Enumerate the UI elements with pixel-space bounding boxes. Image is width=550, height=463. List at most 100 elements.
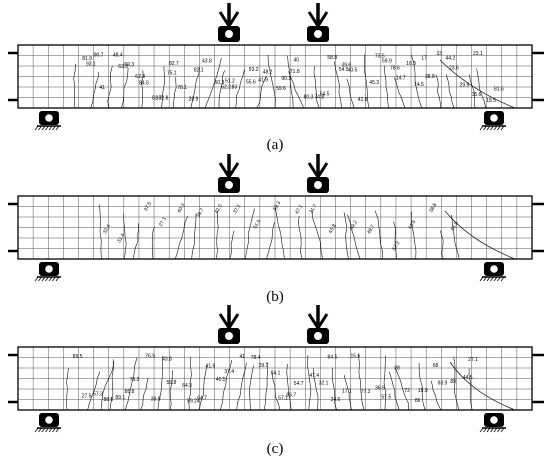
crack-line: [272, 373, 281, 411]
crack-line: [256, 75, 267, 109]
crack-load-label: 41: [99, 85, 105, 91]
load-point-right: [307, 154, 329, 193]
crack-line: [65, 367, 69, 411]
crack-load-label: 89.5: [73, 354, 83, 360]
crack-load-label: 90.3: [281, 76, 291, 82]
load-roller: [313, 331, 323, 341]
ground-hatch: [45, 427, 49, 433]
crack-line: [199, 365, 208, 411]
crack-load-label: 43.8: [328, 223, 338, 235]
ground-hatch: [493, 427, 498, 433]
ground-hatch: [45, 276, 49, 282]
load-roller: [313, 29, 323, 39]
crack-load-label: 23.6: [449, 65, 459, 71]
crack-line: [430, 380, 442, 411]
ground-hatch: [497, 427, 501, 433]
crack-load-label: 57.1: [278, 396, 288, 402]
ground-hatch: [497, 125, 501, 131]
crack-line: [451, 214, 460, 260]
crack-load-label: 81.6: [494, 86, 504, 92]
crack-load-label: 37.1: [232, 203, 242, 215]
crack-load-label: 47.4: [309, 373, 319, 379]
crack-line: [161, 66, 166, 109]
panel-a-caption: (a): [266, 137, 284, 153]
crack-load-label: 83.7: [152, 96, 162, 102]
crack-line: [358, 354, 365, 411]
crack-lines: [73, 54, 516, 109]
hinge-pin: [44, 264, 54, 274]
crack-line: [418, 362, 426, 411]
crack-line: [267, 54, 276, 109]
crack-load-label: 52.2: [221, 84, 231, 90]
crack-load-label: 28.9: [189, 96, 199, 102]
pin-support-left: [34, 111, 61, 131]
crack-load-label: 85.7: [286, 393, 296, 399]
ground-hatch: [500, 427, 505, 433]
ground-hatch: [34, 125, 39, 131]
crack-load-label: 24.6: [331, 397, 341, 403]
crack-load-label: 18.5: [486, 98, 496, 104]
shear-crack-line: [439, 59, 516, 109]
crack-load-label: 89.1: [115, 395, 125, 401]
load-point-right: [307, 3, 329, 42]
crack-line: [468, 368, 473, 411]
crack-load-label: 15.6: [351, 354, 361, 360]
crack-line: [410, 211, 417, 260]
crack-load-label: 59.9: [382, 58, 392, 64]
roller-support-right: [479, 111, 506, 131]
crack-load-label: 42.0: [214, 203, 224, 215]
hinge-pin: [44, 113, 54, 123]
crack-load-label: 48.2: [263, 69, 273, 75]
crack-line: [275, 208, 285, 260]
crack-load-label: 15.6: [472, 92, 482, 98]
ground-hatch: [500, 276, 505, 282]
crack-line: [311, 210, 323, 260]
crack-line: [288, 71, 305, 109]
load-point-left: [218, 305, 240, 344]
ground-hatch: [34, 276, 39, 282]
crack-load-label: 29.5: [460, 83, 470, 89]
crack-line: [123, 213, 127, 260]
load-roller: [224, 331, 234, 341]
crack-load-label: 93.2: [249, 67, 259, 73]
crack-load-label: 41.5: [450, 220, 460, 232]
crack-load-label: 17.1: [342, 389, 352, 395]
load-point-left: [218, 154, 240, 193]
crack-line: [347, 214, 361, 260]
crack-load-label: 72: [404, 388, 410, 394]
crack-load-label: 74.8: [314, 95, 324, 101]
crack-load-label: 27.1: [468, 357, 478, 363]
crack-line: [313, 66, 320, 109]
crack-load-label: 45.3: [369, 80, 379, 86]
ground-hatch: [479, 427, 484, 433]
crack-load-label: 84.5: [139, 81, 149, 87]
crack-load-label: 54.5: [339, 67, 349, 73]
crack-load-label: 51.2: [225, 79, 235, 85]
crack-load-label: 59.24: [187, 398, 200, 404]
crack-line: [218, 70, 225, 109]
crack-load-label: 14.7: [396, 76, 406, 82]
ground-hatch: [34, 427, 39, 433]
crack-line: [469, 74, 476, 109]
crack-load-label: 50.3: [215, 80, 225, 86]
crack-load-label: 71.8: [290, 69, 300, 75]
crack-line: [394, 366, 410, 411]
ground-hatch: [486, 427, 491, 433]
crack-line: [313, 368, 319, 411]
crack-load-label: 41: [240, 354, 246, 360]
panel-c-caption: (c): [266, 441, 284, 457]
crack-load-label: 38.8: [425, 74, 435, 80]
crack-load-label: 59.6: [276, 86, 286, 92]
crack-load-label: 39.6: [341, 63, 351, 69]
crack-load-label: 23.1: [473, 51, 483, 57]
beam-outline: [17, 195, 533, 260]
crack-load-label: 64.3: [182, 383, 192, 389]
crack-load-label: 15.9: [418, 388, 428, 394]
crack-load-label: 102.8: [156, 96, 169, 102]
crack-line: [157, 356, 163, 411]
crack-load-label: 82.7: [169, 61, 179, 67]
ground-hatch: [483, 125, 487, 131]
crack-line: [266, 222, 275, 260]
